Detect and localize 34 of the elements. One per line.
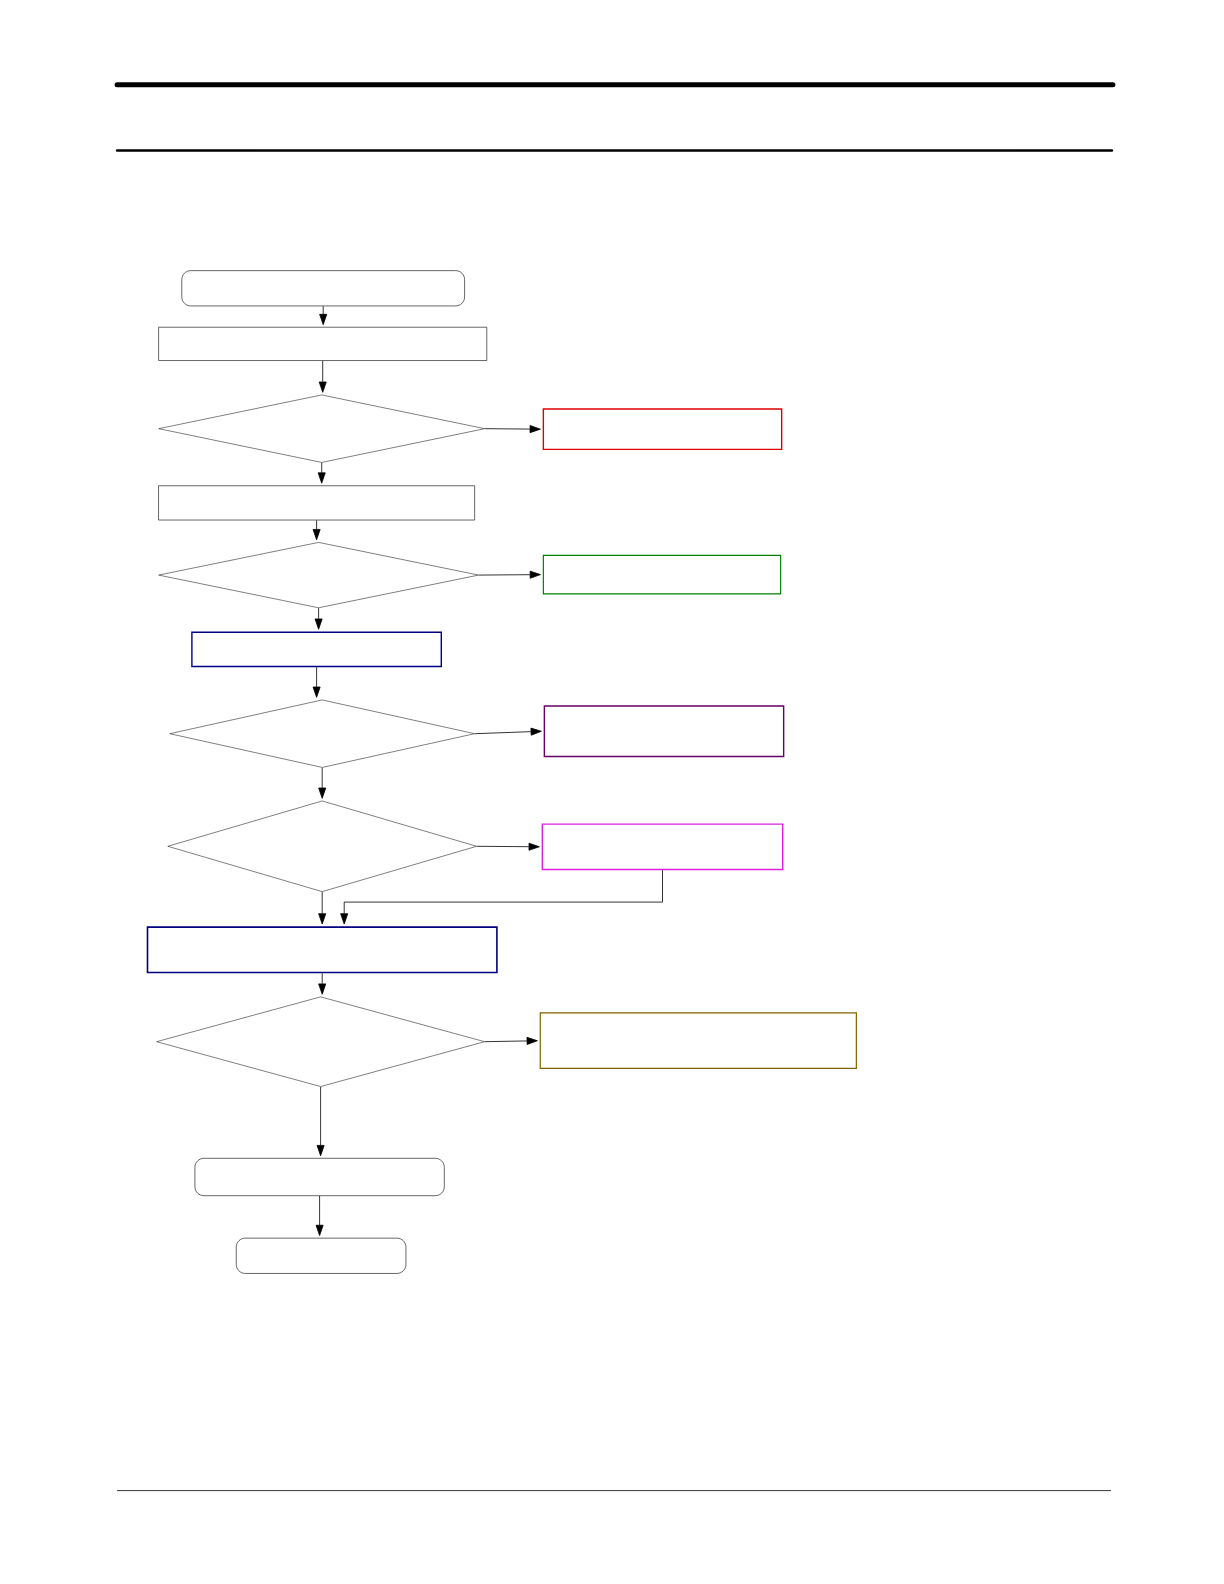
arrow (318, 767, 327, 799)
arrow (318, 891, 327, 925)
decision-diamond (158, 542, 479, 609)
arrow (319, 305, 328, 326)
process-box (158, 485, 475, 521)
arrow (318, 972, 327, 995)
process-box (146, 926, 498, 974)
terminal-box (181, 270, 465, 307)
decision-diamond (169, 699, 475, 768)
arrow (316, 1086, 325, 1157)
arrow (340, 869, 663, 925)
process-box (539, 1012, 857, 1070)
process-box (542, 554, 782, 595)
process-box (158, 326, 488, 361)
arrow (478, 570, 541, 579)
terminal-box (194, 1158, 445, 1196)
arrow (317, 462, 326, 484)
process-box (191, 631, 442, 668)
arrow (312, 519, 321, 541)
process-box (542, 408, 783, 451)
decision-diamond (167, 800, 477, 892)
decision-diamond (158, 394, 485, 463)
arrow (476, 842, 540, 851)
arrow (314, 607, 323, 630)
process-box (543, 705, 785, 758)
process-box (541, 823, 784, 871)
arrow (484, 425, 541, 434)
terminal-box (235, 1237, 407, 1274)
decision-diamond (156, 996, 485, 1087)
arrow (312, 666, 321, 698)
arrow (318, 360, 327, 393)
arrow (474, 727, 542, 736)
arrow (315, 1195, 324, 1236)
arrow (484, 1036, 538, 1045)
